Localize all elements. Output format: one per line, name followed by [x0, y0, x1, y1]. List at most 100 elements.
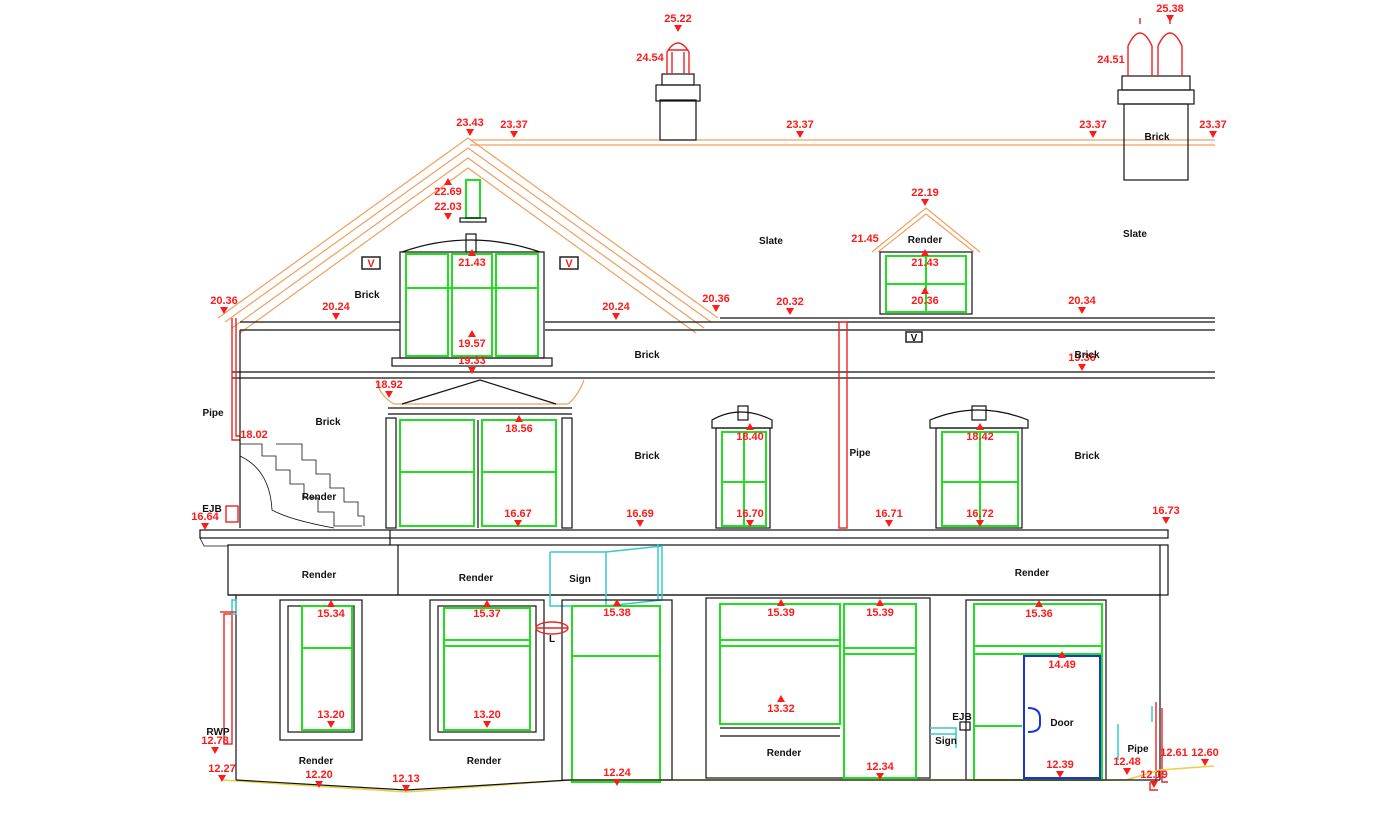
level-marker-dormer-sill: 20.36 — [911, 295, 939, 307]
level-marker-ground-7: 12.19 — [1140, 769, 1168, 781]
level-marker-arrow — [612, 313, 620, 320]
ground-line — [221, 765, 1215, 793]
level-marker-arrow — [876, 599, 884, 606]
level-marker-ground-2: 12.20 — [305, 769, 333, 781]
level-marker-bay-cornice: 18.92 — [375, 379, 403, 391]
shopfront-window — [705, 597, 931, 779]
level-marker-arrow — [613, 599, 621, 606]
level-marker-ridge-3: 23.37 — [1079, 119, 1107, 131]
level-marker-arrow — [976, 423, 984, 430]
level-marker-ridge-4: 23.37 — [1199, 119, 1227, 131]
material-label: Brick — [315, 417, 340, 428]
material-label: Render — [302, 492, 337, 503]
level-marker-arrow — [466, 129, 474, 136]
level-marker-arrow — [921, 199, 929, 206]
level-marker-arrow — [1056, 771, 1064, 778]
level-marker-arrow — [515, 415, 523, 422]
level-marker-eaves-gable-left: 20.24 — [322, 301, 350, 313]
level-marker-shop-head-5: 15.39 — [866, 607, 894, 619]
level-marker-eaves-right: 20.34 — [1068, 295, 1096, 307]
level-marker-ground-4: 12.24 — [603, 767, 631, 779]
rwp-left — [220, 599, 237, 745]
level-marker-bay-roof-apex: 19.33 — [458, 355, 486, 367]
level-marker-gable-window-sill: 19.57 — [458, 338, 486, 350]
level-marker-arrow — [876, 773, 884, 780]
material-label: Brick — [1144, 132, 1169, 143]
level-marker-window-sill-2: 13.20 — [473, 709, 501, 721]
level-marker-arrow — [1201, 759, 1209, 766]
material-label: Sign — [935, 736, 957, 747]
sign-lower — [930, 727, 957, 748]
level-marker-arrow — [1166, 15, 1174, 22]
level-marker-arrow — [315, 781, 323, 788]
level-marker-arrow — [613, 779, 621, 786]
level-marker-arrow — [786, 308, 794, 315]
level-marker-arrow — [777, 695, 785, 702]
vent-marker: V — [367, 258, 375, 270]
material-label: Brick — [1074, 451, 1099, 462]
level-marker-rear-pipe-1: 12.61 — [1160, 747, 1188, 759]
vent-markers: V V V — [361, 256, 923, 344]
level-marker-arrow — [218, 775, 226, 782]
level-marker-arrow — [1078, 307, 1086, 314]
pipe-mid — [838, 321, 848, 529]
level-marker-shop-head-1: 15.34 — [317, 608, 345, 620]
level-marker-arrow — [885, 520, 893, 527]
level-marker-arrow — [444, 178, 452, 185]
level-marker-eaves-mid: 20.32 — [776, 296, 804, 308]
level-marker-first-floor-3: 16.70 — [736, 508, 764, 520]
level-marker-arrow — [777, 599, 785, 606]
shop-door-1 — [561, 599, 673, 783]
level-marker-arrow — [201, 523, 209, 530]
level-marker-rear-step: 12.48 — [1113, 756, 1141, 768]
level-marker-gable-apex: 23.43 — [456, 117, 484, 129]
ground-window-1 — [279, 599, 363, 741]
level-marker-arrow — [327, 600, 335, 607]
shop-fascia — [199, 529, 1169, 780]
level-marker-arrow — [1089, 131, 1097, 138]
material-label: Slate — [759, 236, 783, 247]
level-marker-gable-window-head: 21.43 — [458, 257, 486, 269]
level-marker-window-head-1: 18.40 — [736, 431, 764, 443]
material-label: L — [549, 634, 555, 645]
level-marker-arrow — [1209, 131, 1217, 138]
material-label: Door — [1050, 718, 1073, 729]
level-marker-dormer-eaves: 21.45 — [851, 233, 879, 245]
level-marker-ridge-2: 23.37 — [786, 119, 814, 131]
level-marker-arrow — [444, 213, 452, 220]
level-marker-eaves-gable-corner: 20.36 — [702, 293, 730, 305]
level-marker-gable-vent-top: 22.69 — [434, 186, 462, 198]
level-marker-arrow — [220, 307, 228, 314]
chimney-left — [655, 42, 701, 141]
material-label: Render — [459, 573, 494, 584]
level-marker-arrow — [921, 249, 929, 256]
level-marker-rear-pipe-2: 12.60 — [1191, 747, 1219, 759]
level-marker-gable-vent-bottom: 22.03 — [434, 201, 462, 213]
level-marker-arrow — [674, 25, 682, 32]
level-marker-pipe-bend: 18.02 — [240, 429, 268, 441]
level-marker-ground-6: 12.39 — [1046, 759, 1074, 771]
level-marker-window-head-2: 18.42 — [966, 431, 994, 443]
level-marker-arrow — [332, 313, 340, 320]
pipe-left — [231, 318, 240, 441]
render-steps — [239, 443, 365, 529]
material-label: Render — [908, 235, 943, 246]
level-marker-arrow — [921, 287, 929, 294]
vent-marker: V — [911, 333, 918, 344]
level-marker-bay-window-head: 18.56 — [505, 423, 533, 435]
material-label: EJB — [952, 712, 971, 723]
level-marker-shop-sill-1: 13.32 — [767, 703, 795, 715]
material-label: Slate — [1123, 229, 1147, 240]
level-marker-arrow — [385, 391, 393, 398]
level-marker-shop-head-4: 15.39 — [767, 607, 795, 619]
level-marker-arrow — [468, 249, 476, 256]
level-marker-ridge-1: 23.37 — [500, 119, 528, 131]
material-label: Render — [302, 570, 337, 581]
level-marker-arrow — [796, 131, 804, 138]
level-marker-arrow — [468, 330, 476, 337]
material-label: Brick — [634, 350, 659, 361]
gable-vent — [459, 179, 487, 223]
level-marker-arrow — [483, 721, 491, 728]
